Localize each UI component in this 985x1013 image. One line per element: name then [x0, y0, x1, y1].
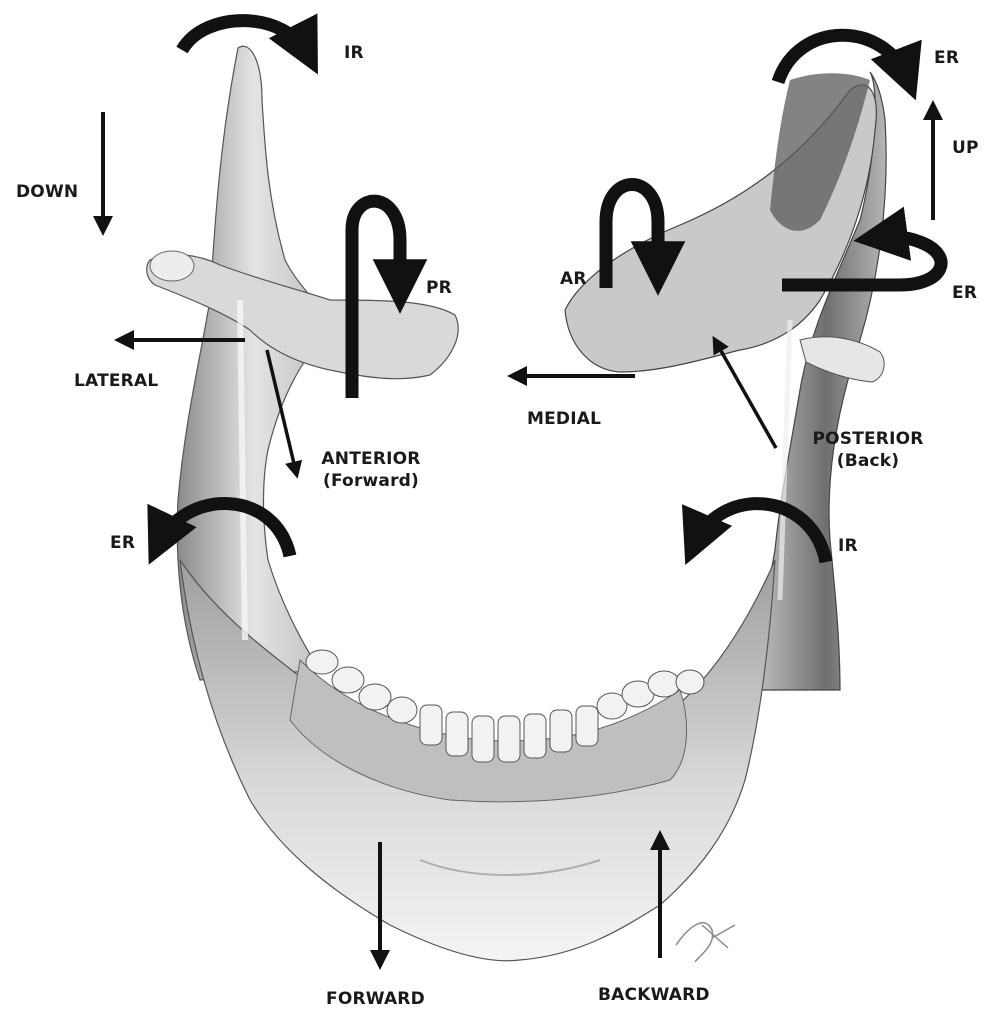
label-posterior: POSTERIOR (Back)	[806, 428, 930, 472]
label-forward: FORWARD	[326, 988, 425, 1010]
label-up: UP	[952, 137, 979, 159]
label-ir-top-left: IR	[344, 42, 364, 64]
straight-arrow-icon	[716, 342, 776, 448]
label-backward: BACKWARD	[598, 984, 710, 1006]
label-er-top-right: ER	[934, 47, 959, 69]
label-er-mid-left: ER	[110, 532, 135, 554]
label-er-condyle-right: ER	[952, 282, 977, 304]
label-ar: AR	[560, 268, 587, 290]
label-posterior-sub: (Back)	[806, 450, 930, 472]
label-down: DOWN	[16, 181, 78, 203]
label-pr: PR	[426, 277, 452, 299]
label-anterior-sub: (Forward)	[312, 470, 430, 492]
label-medial: MEDIAL	[527, 408, 601, 430]
label-anterior: ANTERIOR (Forward)	[312, 448, 430, 492]
label-posterior-main: POSTERIOR	[806, 428, 930, 450]
label-ir-mid-right: IR	[838, 535, 858, 557]
label-anterior-main: ANTERIOR	[312, 448, 430, 470]
label-lateral: LATERAL	[74, 370, 158, 392]
artist-signature	[676, 923, 735, 962]
